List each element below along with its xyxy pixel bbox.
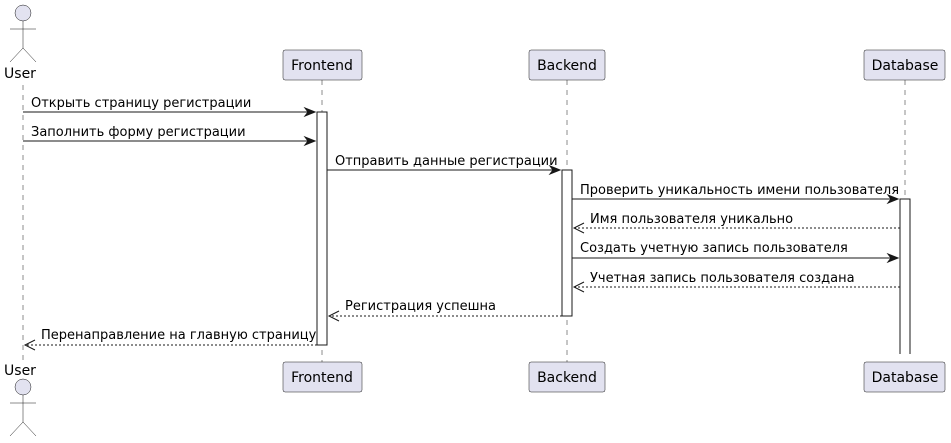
message-fill-registration-form: Заполнить форму регистрации: [23, 125, 317, 147]
arrow-head: [572, 222, 585, 234]
activation-frontend: [316, 111, 328, 346]
activation-database-fade: [899, 354, 911, 364]
message-open-registration-page: Открыть страницу регистрации: [23, 96, 317, 118]
arrow-head: [886, 193, 900, 205]
actor-user-top: User: [4, 4, 37, 82]
message-label: Открыть страницу регистрации: [31, 96, 251, 111]
arrow-head: [572, 281, 585, 293]
arrow-head: [886, 252, 900, 264]
participant-frontend-bottom: Frontend: [282, 361, 363, 393]
participant-backend-bottom: Backend: [528, 361, 606, 393]
message-label: Регистрация успешна: [345, 299, 496, 314]
actor-user-label-bottom: User: [4, 363, 36, 379]
actor-leg-right: [22, 421, 37, 437]
actor-leg-left: [9, 421, 24, 437]
message-user-account-created: Учетная запись пользователя создана: [572, 271, 900, 293]
actor-leg-right: [22, 47, 37, 63]
participant-backend-label-bottom: Backend: [537, 370, 597, 386]
actor-user-bottom: User: [4, 363, 37, 437]
message-redirect-to-main-page: Перенаправление на главную страницу: [23, 328, 317, 351]
participant-box: [863, 361, 946, 393]
message-username-unique: Имя пользователя уникально: [572, 212, 900, 234]
message-create-user-account: Создать учетную запись пользователя: [572, 241, 900, 264]
participant-box: [282, 361, 363, 393]
activation-backend: [561, 169, 573, 317]
arrow-head: [23, 339, 36, 351]
participant-database-label-top: Database: [872, 58, 939, 74]
participant-box: [528, 361, 606, 393]
message-label: Заполнить форму регистрации: [31, 125, 246, 140]
activation-database: [899, 198, 911, 363]
message-label: Создать учетную запись пользователя: [580, 241, 848, 256]
participant-backend-label-top: Backend: [537, 58, 597, 74]
participant-database-label-bottom: Database: [872, 370, 939, 386]
participant-box: [282, 49, 363, 81]
message-label: Отправить данные регистрации: [335, 154, 558, 169]
participant-backend-top: Backend: [528, 49, 606, 81]
participant-database-bottom: Database: [863, 361, 946, 393]
message-label: Проверить уникальность имени пользовател…: [580, 183, 899, 198]
arrow-head: [303, 106, 317, 118]
message-check-username-uniqueness: Проверить уникальность имени пользовател…: [572, 183, 900, 205]
participant-box: [863, 49, 946, 81]
actor-leg-left: [9, 47, 24, 63]
participant-frontend-label-bottom: Frontend: [291, 370, 353, 386]
message-send-registration-data: Отправить данные регистрации: [327, 154, 562, 176]
message-registration-successful: Регистрация успешна: [327, 299, 562, 322]
participant-frontend-top: Frontend: [282, 49, 363, 81]
participant-box: [528, 49, 606, 81]
message-label: Перенаправление на главную страницу: [41, 328, 317, 343]
actor-user-label-top: User: [4, 66, 36, 82]
actor-head: [14, 378, 32, 396]
arrow-head: [303, 135, 317, 147]
participant-frontend-label-top: Frontend: [291, 58, 353, 74]
arrow-head: [548, 164, 562, 176]
participant-database-top: Database: [863, 49, 946, 81]
actor-head: [14, 4, 32, 22]
message-label: Учетная запись пользователя создана: [590, 271, 855, 286]
message-label: Имя пользователя уникально: [590, 212, 793, 227]
arrow-head: [327, 310, 340, 322]
